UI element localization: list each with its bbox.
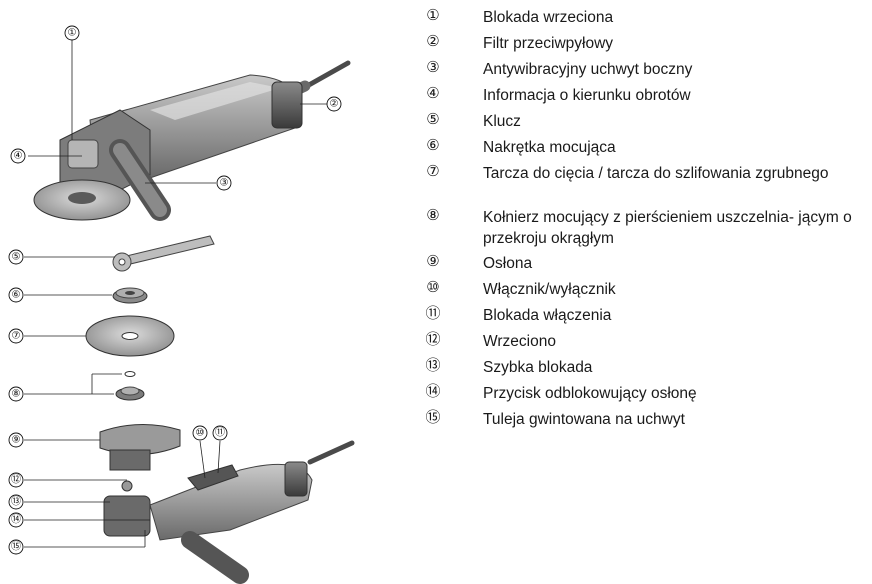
legend-number: ⑥ — [424, 137, 442, 155]
callout-13: ⑬ — [11, 496, 21, 508]
legend-number: ⑤ — [424, 111, 442, 129]
callout-2: ② — [330, 99, 339, 110]
legend-number: ⑫ — [424, 331, 442, 349]
legend-label: Osłona — [483, 253, 863, 274]
callout-7: ⑦ — [12, 331, 21, 342]
callout-4: ④ — [14, 151, 23, 162]
legend-number: ⑧ — [424, 207, 442, 225]
legend-number: ⑪ — [424, 305, 442, 323]
legend-label: Klucz — [483, 111, 863, 132]
callout-15: ⑮ — [11, 541, 21, 553]
legend-number: ⑨ — [424, 253, 442, 271]
callout-9: ⑨ — [12, 435, 21, 446]
legend-label: Informacja o kierunku obrotów — [483, 85, 863, 106]
backing-flange-part — [116, 372, 144, 401]
wrench-part — [113, 236, 214, 271]
guard-part — [100, 424, 180, 470]
callout-1: ① — [68, 28, 77, 39]
legend-label: Przycisk odblokowujący osłonę — [483, 383, 863, 404]
legend-label: Wrzeciono — [483, 331, 863, 352]
legend-number: ⑩ — [424, 279, 442, 297]
legend-number: ② — [424, 33, 442, 51]
legend-number: ⑮ — [424, 409, 442, 427]
legend-label: Kołnierz mocujący z pierścieniem uszczel… — [483, 207, 863, 249]
legend-label: Tuleja gwintowana na uchwyt — [483, 409, 863, 430]
exploded-view-illustration: ① ② ③ ④ ⑤ ⑥ ⑦ ⑧ ⑨ ⑩ ⑪ ⑫ ⑬ ⑭ ⑮ — [0, 0, 420, 584]
legend-label: Blokada włączenia — [483, 305, 863, 326]
legend-label: Tarcza do cięcia / tarcza do szlifowania… — [483, 163, 863, 184]
legend-label: Szybka blokada — [483, 357, 863, 378]
legend-number: ④ — [424, 85, 442, 103]
legend-number: ③ — [424, 59, 442, 77]
callout-14: ⑭ — [11, 514, 21, 526]
callout-5: ⑤ — [12, 252, 21, 263]
callout-11: ⑪ — [215, 427, 225, 439]
assembled-grinder — [34, 63, 348, 220]
legend-label: Włącznik/wyłącznik — [483, 279, 863, 300]
legend-number: ⑦ — [424, 163, 442, 181]
legend-label: Filtr przeciwpyłowy — [483, 33, 863, 54]
legend-number: ⑬ — [424, 357, 442, 375]
callout-8: ⑧ — [12, 389, 21, 400]
cutting-disc-part — [86, 316, 174, 356]
legend-number: ① — [424, 7, 442, 25]
legend-number: ⑭ — [424, 383, 442, 401]
callout-10: ⑩ — [196, 428, 205, 439]
legend-label: Antywibracyjny uchwyt boczny — [483, 59, 863, 80]
legend-label: Blokada wrzeciona — [483, 7, 863, 28]
callout-3: ③ — [220, 178, 229, 189]
flange-nut-part — [113, 288, 147, 303]
legend-label: Nakrętka mocująca — [483, 137, 863, 158]
callout-12: ⑫ — [11, 474, 21, 486]
callout-6: ⑥ — [12, 290, 21, 301]
